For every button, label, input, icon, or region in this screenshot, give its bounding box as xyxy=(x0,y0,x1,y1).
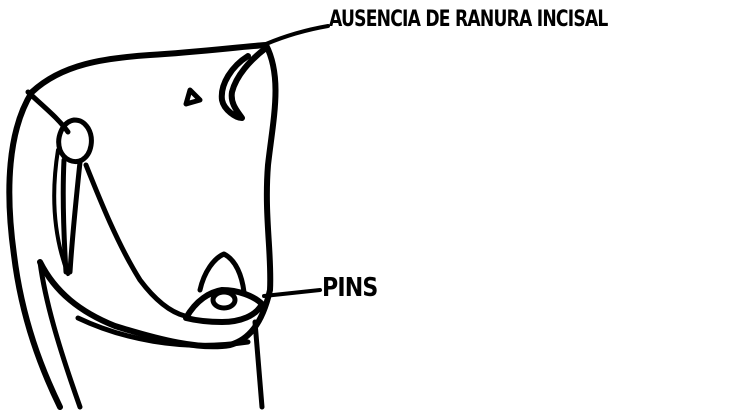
pins-leader-line xyxy=(262,288,322,298)
root-left xyxy=(37,259,83,410)
left-pin-shank xyxy=(60,157,83,275)
left-groove-line xyxy=(25,89,71,135)
incisal-label: AUSENCIA DE RANURA INCISAL xyxy=(329,7,608,32)
pins-label: PINS xyxy=(322,273,378,303)
left-ridge xyxy=(52,148,70,276)
bevel-line xyxy=(83,162,188,319)
lower-pin-hole xyxy=(210,289,238,311)
lower-pin-cap xyxy=(197,251,247,295)
root-right xyxy=(252,319,265,410)
lower-pin-housing xyxy=(183,287,265,325)
crown-outline xyxy=(6,42,279,410)
triangle-mark xyxy=(183,87,203,107)
incisal-hook xyxy=(218,45,269,121)
left-pin-head xyxy=(56,117,94,165)
incisal-leader-line xyxy=(264,24,330,46)
cervical-line xyxy=(75,315,251,348)
